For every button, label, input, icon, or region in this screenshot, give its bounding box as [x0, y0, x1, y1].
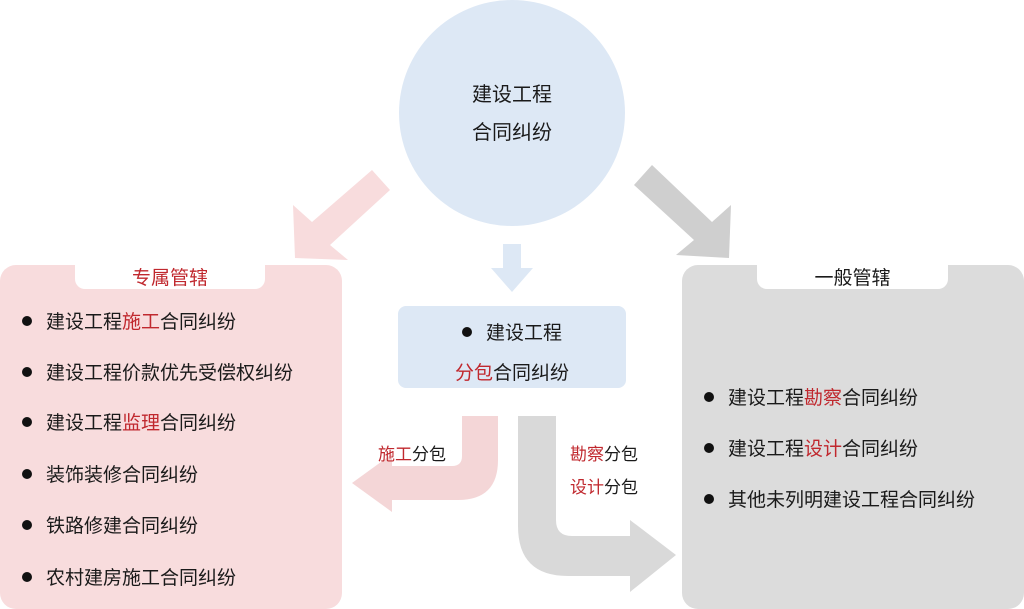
label-text: 分包 [604, 478, 638, 498]
bullet-icon [22, 571, 32, 582]
label-text: 分包 [604, 445, 638, 465]
item-text: 建设工程 [728, 438, 805, 460]
item-text: 合同纠纷 [160, 412, 237, 434]
bullet-icon [704, 391, 714, 402]
bullet-icon [22, 468, 32, 479]
arrow-to-exclusive [293, 170, 390, 260]
item-highlight: 勘察 [804, 387, 843, 409]
item-highlight: 施工 [122, 311, 161, 333]
bullet-icon [22, 366, 32, 377]
item-text: 建设工程 [46, 311, 123, 333]
root-line2: 合同纠纷 [472, 120, 552, 144]
item-text: 建设工程 [728, 387, 805, 409]
subcontract-line1: 建设工程 [485, 322, 562, 344]
item-highlight: 监理 [122, 412, 161, 434]
list-item: 建设工程价款优先受偿权纠纷 [22, 358, 293, 385]
bullet-icon [704, 493, 714, 504]
label-survey-subcontract: 勘察分包 [570, 440, 638, 465]
item-text: 合同纠纷 [842, 438, 919, 460]
list-item: 农村建房施工合同纠纷 [22, 563, 236, 590]
item-text: 合同纠纷 [842, 387, 919, 409]
item-text: 铁路修建合同纠纷 [46, 515, 199, 537]
label-text: 分包 [412, 445, 446, 465]
list-item: 建设工程监理合同纠纷 [22, 408, 236, 435]
item-text: 建设工程价款优先受偿权纠纷 [46, 362, 294, 384]
list-item: 建设工程设计合同纠纷 [704, 434, 918, 461]
exclusive-title: 专属管辖 [75, 263, 265, 289]
general-title: 一般管辖 [757, 263, 948, 289]
bullet-icon [704, 442, 714, 453]
list-item: 建设工程勘察合同纠纷 [704, 383, 918, 410]
arrow-to-general [634, 165, 731, 258]
item-text: 合同纠纷 [160, 311, 237, 333]
arrow-survey-design-sub [518, 416, 676, 592]
root-line1: 建设工程 [472, 82, 552, 106]
item-text: 建设工程 [46, 412, 123, 434]
list-item: 建设工程施工合同纠纷 [22, 307, 236, 334]
subcontract-line2: 合同纠纷 [493, 362, 570, 384]
list-item: 装饰装修合同纠纷 [22, 460, 198, 487]
item-text: 装饰装修合同纠纷 [46, 464, 199, 486]
item-text: 其他未列明建设工程合同纠纷 [728, 489, 976, 511]
bullet-icon [22, 416, 32, 427]
arrow-construction-sub [352, 416, 498, 512]
root-node: 建设工程 合同纠纷 [399, 0, 625, 226]
list-item: 其他未列明建设工程合同纠纷 [704, 485, 975, 512]
label-highlight: 勘察 [570, 445, 604, 465]
label-construction-subcontract: 施工分包 [378, 440, 446, 465]
list-item: 铁路修建合同纠纷 [22, 511, 198, 538]
bullet-icon [22, 519, 32, 530]
item-text: 农村建房施工合同纠纷 [46, 567, 237, 589]
exclusive-jurisdiction-panel: 专属管辖 建设工程施工合同纠纷 建设工程价款优先受偿权纠纷 建设工程监理合同纠纷… [0, 263, 342, 609]
item-highlight: 设计 [804, 438, 843, 460]
bullet-icon [22, 315, 32, 326]
label-design-subcontract: 设计分包 [570, 473, 638, 498]
subcontract-node: 建设工程 分包合同纠纷 [398, 306, 626, 388]
label-highlight: 施工 [378, 445, 412, 465]
general-jurisdiction-panel: 一般管辖 建设工程勘察合同纠纷 建设工程设计合同纠纷 其他未列明建设工程合同纠纷 [682, 263, 1024, 609]
label-highlight: 设计 [570, 478, 604, 498]
arrow-to-subcontract [491, 244, 533, 292]
subcontract-highlight: 分包 [454, 362, 493, 384]
bullet-icon [461, 326, 472, 337]
